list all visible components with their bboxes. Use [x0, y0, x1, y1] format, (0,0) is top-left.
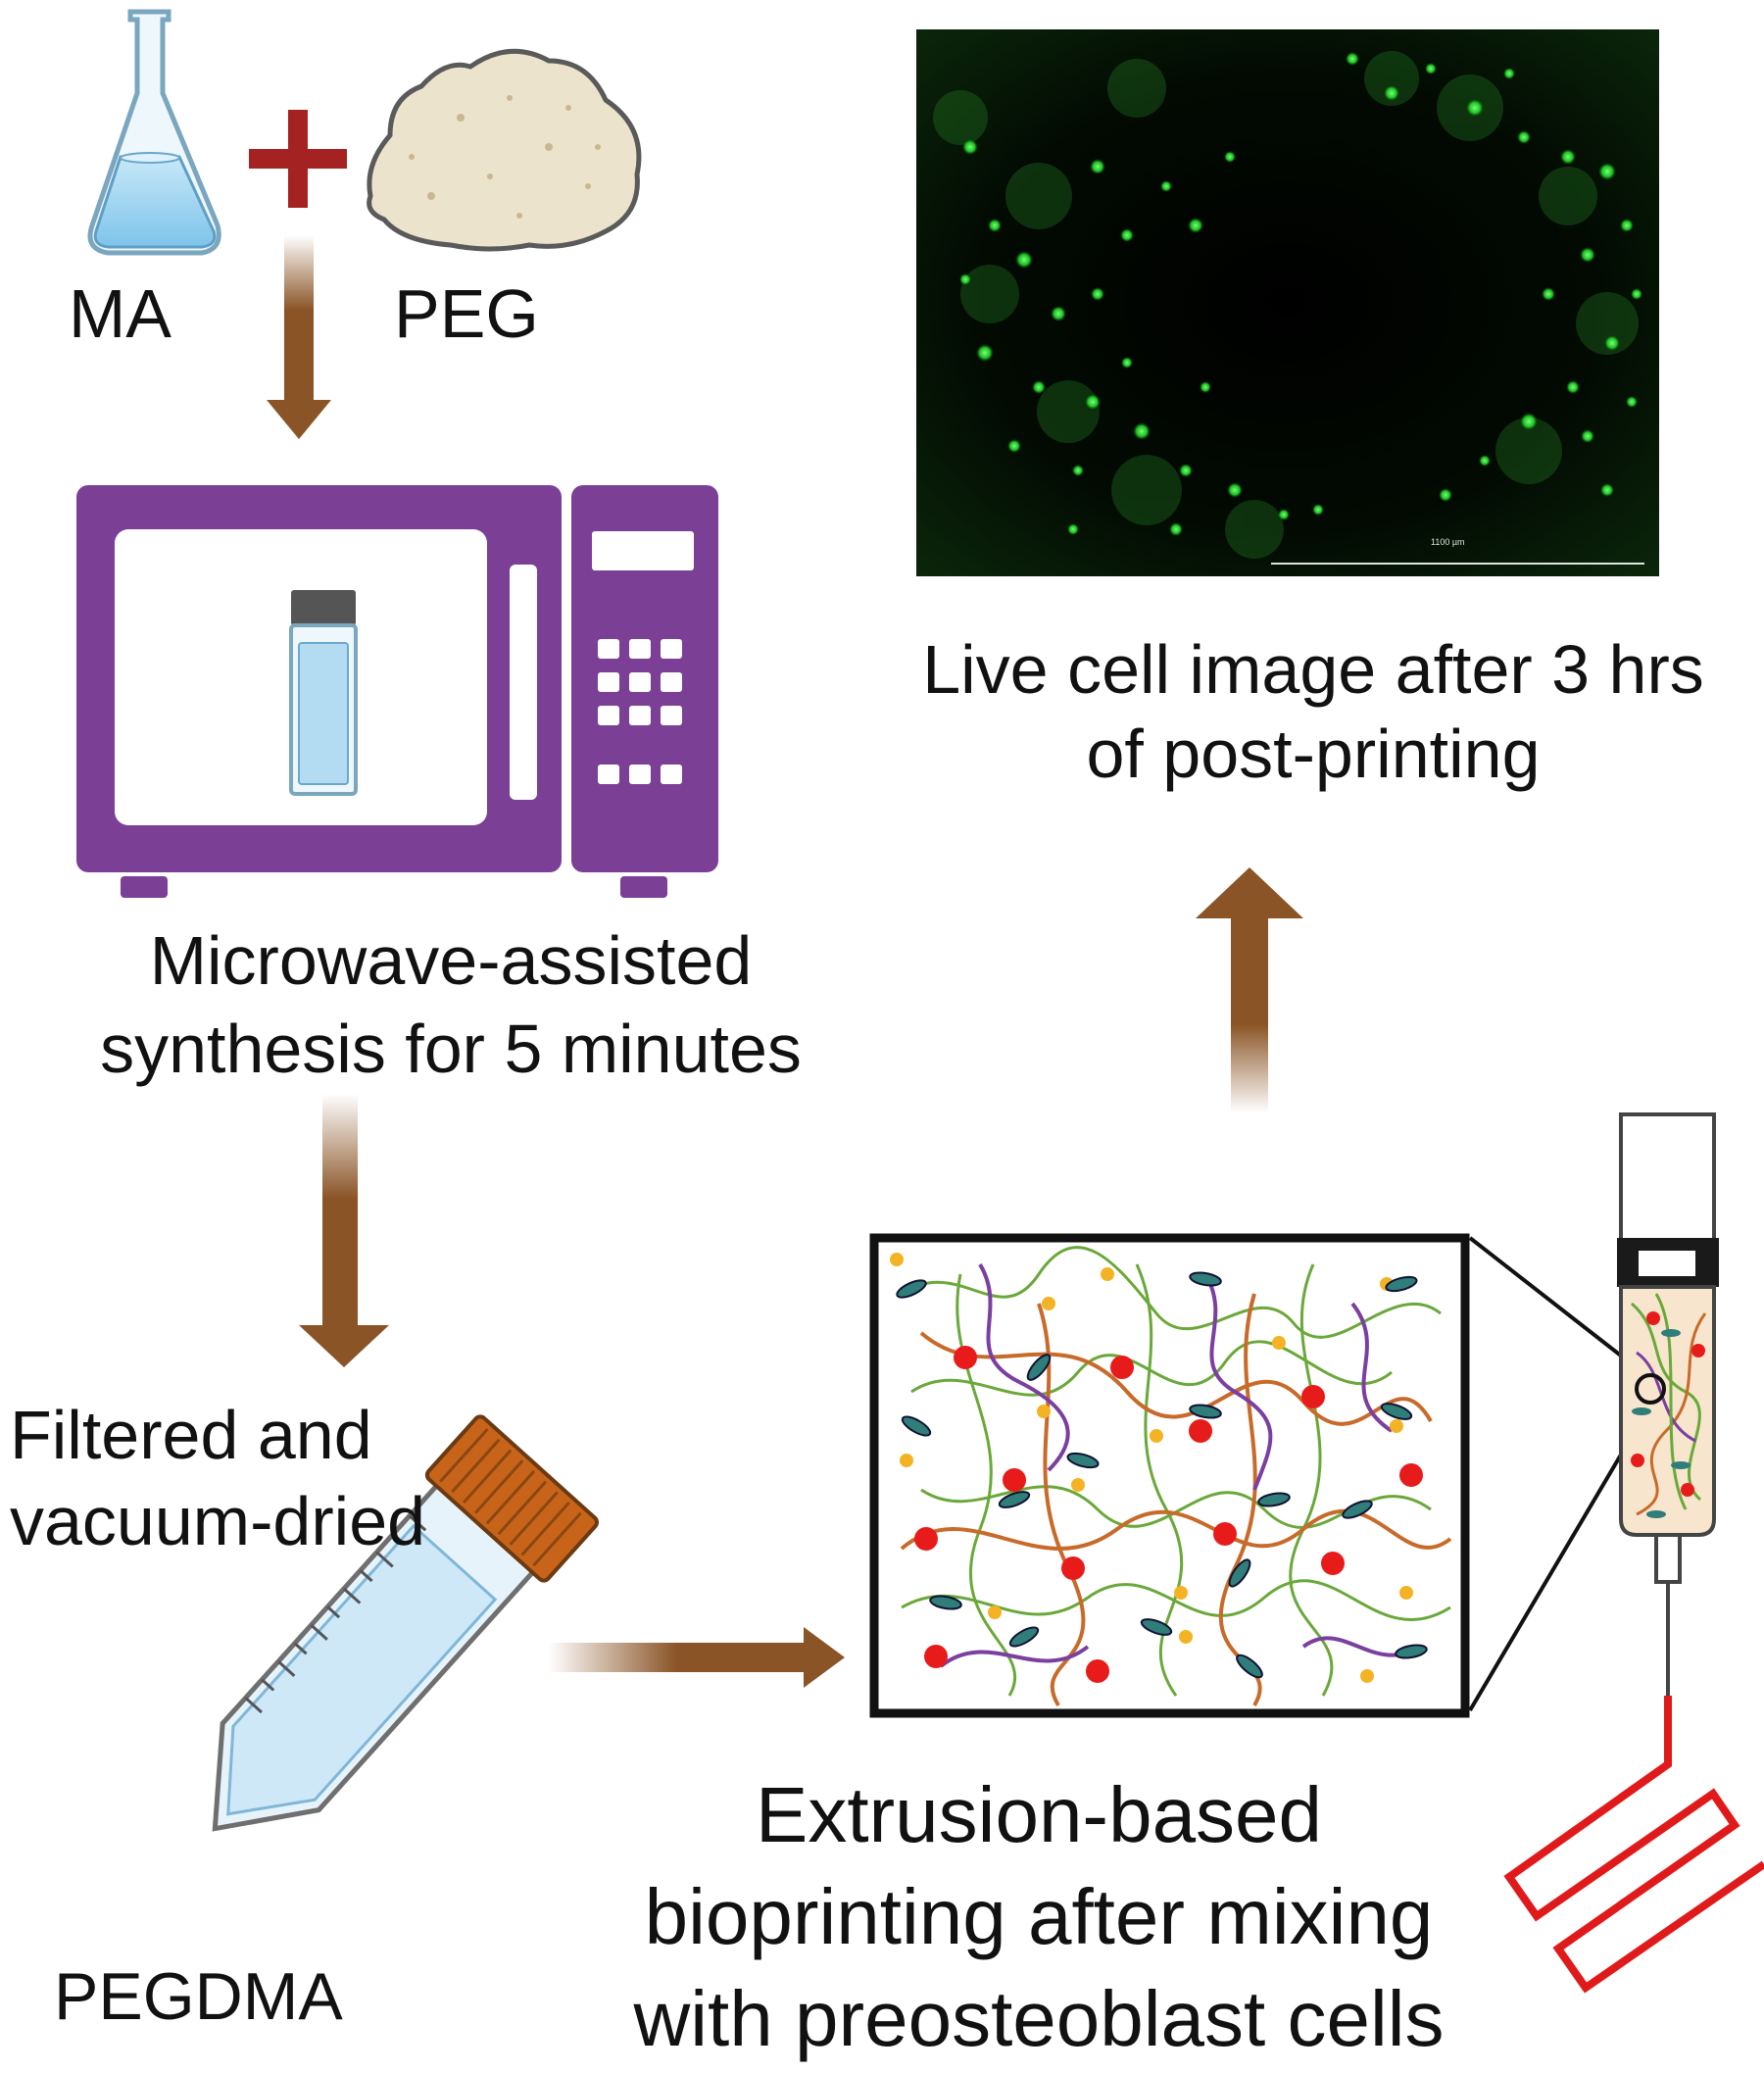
hydrogel-network-icon [869, 1233, 1470, 1718]
peg-label: PEG [394, 275, 539, 352]
plus-icon [249, 110, 347, 208]
microwave-step-label: Microwave-assisted synthesis for 5 minut… [29, 916, 872, 1093]
vial-icon [289, 590, 358, 796]
bioprinting-step-line-3: with preosteoblast cells [633, 1975, 1445, 2062]
bioprinting-step-label: Extrusion-based bioprinting after mixing… [549, 1764, 1529, 2070]
scale-bar-label: 1100 µm [1431, 537, 1465, 547]
filtered-step-line-1: Filtered and [10, 1397, 372, 1473]
powder-icon [367, 48, 642, 252]
live-cell-micrograph [916, 29, 1659, 576]
microwave-step-line-2: synthesis for 5 minutes [100, 1011, 802, 1087]
flask-icon [87, 9, 221, 256]
print-path-icon [1503, 1696, 1764, 1994]
live-cell-caption: Live cell image after 3 hrs of post-prin… [862, 627, 1764, 796]
centrifuge-tube-icon [212, 1414, 600, 1832]
live-cell-caption-line-2: of post-printing [1086, 716, 1541, 792]
live-cell-caption-line-1: Live cell image after 3 hrs [922, 631, 1704, 708]
ma-label: MA [69, 275, 172, 352]
filtered-step-line-2: vacuum-dried [10, 1483, 426, 1559]
arrow-to-tube [299, 1094, 389, 1367]
bioprinting-step-line-1: Extrusion-based [755, 1771, 1323, 1858]
arrow-to-microwave [267, 235, 331, 439]
microwave-step-line-1: Microwave-assisted [149, 922, 753, 999]
microwave-icon [76, 485, 718, 898]
pegdma-label: PEGDMA [54, 1959, 343, 2034]
filtered-step-label: Filtered and vacuum-dried [10, 1392, 425, 1564]
arrow-to-live-image [1196, 867, 1303, 1112]
bioprinting-step-line-2: bioprinting after mixing [644, 1873, 1434, 1960]
arrow-to-network [549, 1627, 845, 1688]
syringe-icon [1617, 1112, 1719, 1696]
